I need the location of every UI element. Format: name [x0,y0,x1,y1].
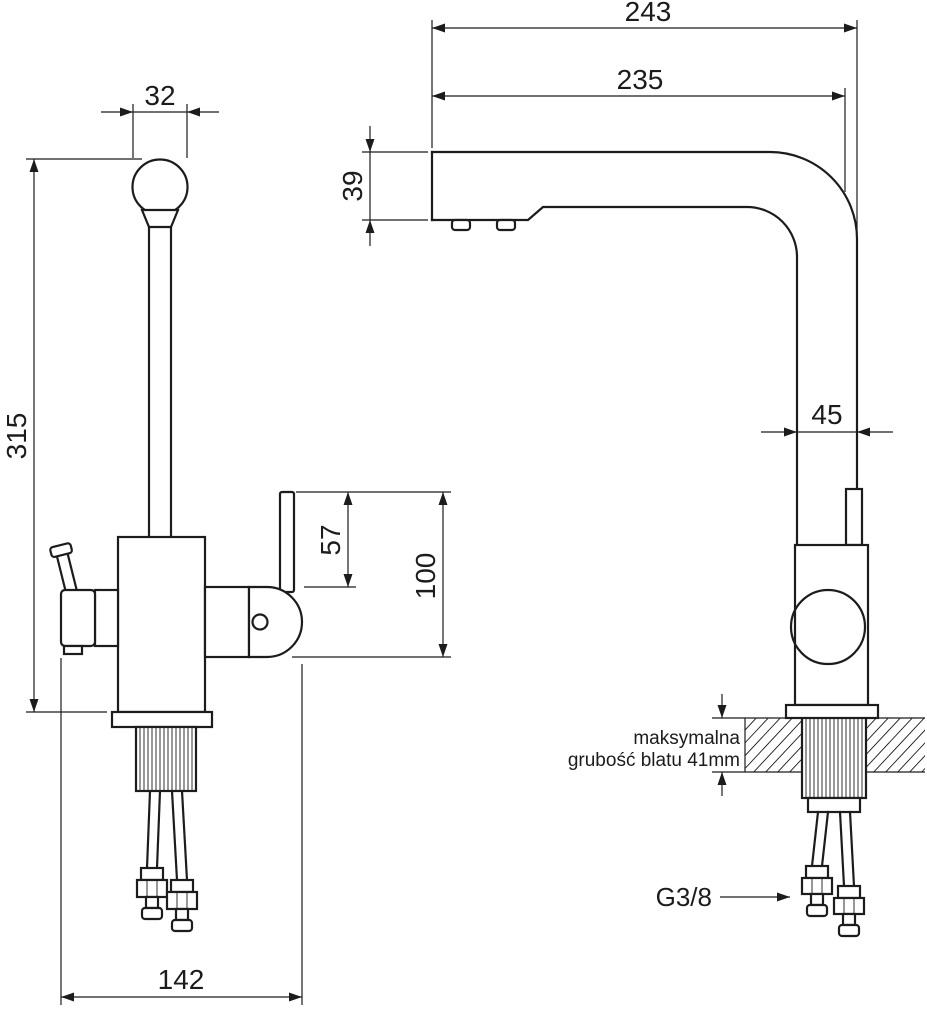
side-outlet-body [59,588,97,648]
side-outlet-lever [49,542,79,597]
dim-315-label: 315 [1,413,32,460]
dimension-overall-reach: 243 [431,0,858,235]
handle-cap-detail [251,613,269,631]
dimension-spout-reach: 235 [432,64,846,192]
side-outlet-spout [62,644,84,656]
thread-hatch [139,727,193,791]
hose-connector-right [165,878,199,933]
dimension-base-width: 142 [60,658,303,1005]
dim-32-label: 32 [144,80,175,111]
side-outlet-arm [93,588,120,648]
handle-arm [203,585,251,659]
counter-note-line1: maksymalna [633,728,740,749]
threaded-stem [134,725,198,793]
base-flange [110,710,214,729]
handle-mount-circle [789,588,867,666]
supply-hoses-side [810,810,856,888]
dim-45-label: 45 [811,399,842,430]
faucet-body [116,535,207,714]
dim-243-label: 243 [625,0,672,27]
base-flange-side [784,703,880,720]
aerator-detail-2 [495,218,517,232]
aerator-nozzle [140,208,180,229]
side-view: 243 235 39 45 maksymalna g [337,0,925,938]
dimension-head-diameter: 32 [101,80,219,158]
dim-39-label: 39 [337,170,368,201]
faucet-body-side [793,543,870,707]
hose-connector-g38 [800,864,834,918]
dimension-head-height: 39 [337,126,428,246]
handle-lever-side [844,487,864,547]
dim-100-label: 100 [410,553,441,600]
spout-tube-outer [430,150,859,547]
dimension-total-height: 315 [1,158,142,713]
spout-tube-inner [430,205,799,547]
hose-connector-side-right [832,884,866,938]
aerator-detail-1 [450,218,472,232]
counter-thickness-annotation: maksymalna grubość blatu 41mm [568,694,740,796]
dim-235-label: 235 [617,64,664,95]
dim-57-label: 57 [315,524,346,555]
dimension-lever-assembly-height: 100 [292,492,451,658]
thread-size-annotation: G3/8 [656,882,790,912]
dimension-column-width: 45 [761,399,893,437]
supply-hoses [145,789,189,882]
riser-tube [147,225,173,539]
counter-note-line2: grubość blatu 41mm [568,750,740,771]
handle-lever [278,490,296,594]
hose-connector-left [135,866,169,921]
front-view: 32 315 57 100 142 [1,80,451,1005]
spout-head-sphere [131,158,189,216]
handle-cap [247,585,304,659]
dimension-lever-offset: 57 [296,491,451,588]
thread-hatch-side [805,712,863,798]
dim-142-label: 142 [158,964,205,995]
lock-nut [806,796,862,814]
thread-size-label: G3/8 [656,882,712,912]
